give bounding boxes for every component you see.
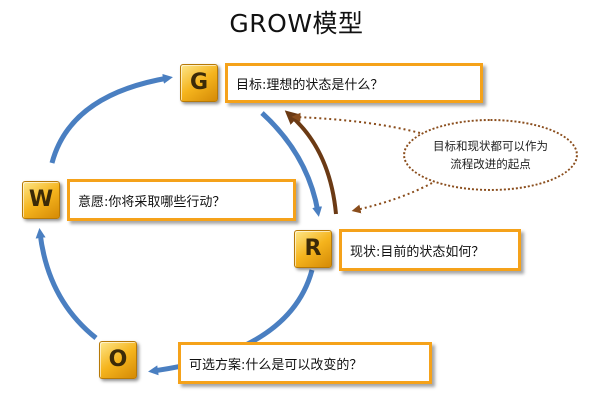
arrow-r-to-g: [284, 110, 338, 215]
arrow-g-to-r: [260, 111, 323, 217]
w-will-text: 意愿:你将采取哪些行动？: [78, 194, 226, 210]
r-reality-box: 现状:目前的状态如何？: [339, 229, 521, 271]
o-options-box: 可选方案:什么是可以改变的？: [178, 342, 432, 384]
arrow-o-to-w: [35, 228, 98, 340]
note-line-1: 目标和现状都可以作为: [433, 139, 548, 153]
diagram-title: GROW模型: [229, 9, 364, 38]
dotted-arrow-to-g: [291, 112, 421, 134]
g-letter-tile: G: [180, 64, 218, 102]
dotted-arrow-to-r: [351, 182, 433, 214]
w-will-box: 意愿:你将采取哪些行动？: [67, 179, 296, 221]
arrow-w-to-g: [49, 73, 173, 164]
w-letter-tile: W: [22, 181, 60, 219]
o-options-text: 可选方案:什么是可以改变的？: [189, 357, 363, 373]
starting-point-note: 目标和现状都可以作为 流程改进的起点: [403, 119, 578, 191]
g-goal-box: 目标:理想的状态是什么？: [225, 63, 483, 103]
r-letter-tile: R: [294, 230, 332, 268]
o-letter-tile: O: [99, 341, 137, 379]
r-reality-text: 现状:目前的状态如何？: [350, 244, 485, 260]
g-goal-text: 目标:理想的状态是什么？: [236, 77, 384, 93]
note-line-2: 流程改进的起点: [450, 157, 531, 171]
